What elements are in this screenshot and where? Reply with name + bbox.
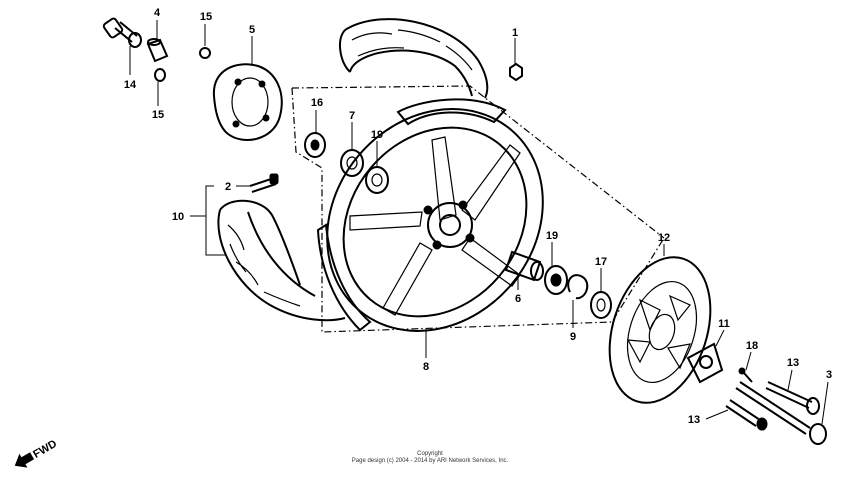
assembly-outline bbox=[291, 85, 665, 333]
spacer-6 bbox=[504, 250, 544, 282]
callout-18: 18 bbox=[746, 340, 758, 352]
axle-holder-11 bbox=[686, 342, 724, 384]
callout-12: 12 bbox=[658, 232, 670, 244]
bolt-13-upper bbox=[765, 381, 820, 415]
seal-16 bbox=[304, 132, 326, 158]
callout-17: 17 bbox=[595, 256, 607, 268]
copyright-notice: Copyright Page design (c) 2004 - 2014 by… bbox=[330, 451, 530, 465]
leader-lines bbox=[129, 20, 829, 425]
callout-7: 7 bbox=[349, 110, 355, 122]
callout-6: 6 bbox=[515, 293, 521, 305]
callout-2: 2 bbox=[225, 181, 231, 193]
callout-8: 8 bbox=[423, 361, 429, 373]
callout-14: 14 bbox=[124, 79, 137, 91]
callout-1: 1 bbox=[512, 27, 518, 39]
seal-17 bbox=[590, 291, 612, 319]
callout-16: 16 bbox=[311, 97, 323, 109]
bolt-14 bbox=[102, 17, 142, 48]
washer-15-upper bbox=[199, 47, 211, 59]
callout-19-right: 19 bbox=[546, 230, 558, 242]
callout-5: 5 bbox=[249, 24, 255, 36]
nut-1 bbox=[509, 62, 523, 82]
collar-4 bbox=[146, 38, 169, 63]
callout-labels: 1 2 3 4 5 6 7 8 9 10 11 12 13 13 14 15 1… bbox=[124, 7, 832, 426]
brake-disc bbox=[608, 256, 712, 404]
callout-15-lower: 15 bbox=[152, 109, 164, 121]
callout-9: 9 bbox=[570, 331, 576, 343]
valve-stem-2 bbox=[249, 173, 279, 193]
bolt-18 bbox=[738, 367, 753, 383]
tire bbox=[217, 18, 489, 322]
callout-13-lower: 13 bbox=[688, 414, 700, 426]
hub-plate bbox=[212, 63, 283, 141]
callout-15-upper: 15 bbox=[200, 11, 212, 23]
cast-wheel bbox=[316, 98, 544, 332]
bolt-13-lower bbox=[725, 399, 768, 431]
axle-3 bbox=[735, 381, 827, 445]
forward-arrow-icon: FWD bbox=[14, 438, 59, 468]
copyright-line-1: Copyright bbox=[417, 451, 443, 457]
bearing-19-left bbox=[365, 166, 389, 194]
circlip-9 bbox=[567, 274, 589, 300]
callout-11: 11 bbox=[718, 318, 730, 330]
callout-10: 10 bbox=[172, 211, 184, 223]
callout-13-upper: 13 bbox=[787, 357, 799, 369]
callout-19-left: 19 bbox=[371, 129, 383, 141]
washer-15-lower bbox=[154, 68, 166, 82]
callout-4: 4 bbox=[154, 7, 161, 19]
callout-3: 3 bbox=[826, 369, 832, 381]
copyright-line-2: Page design (c) 2004 - 2014 by ARI Netwo… bbox=[351, 458, 509, 464]
bearing-19-right bbox=[544, 265, 568, 295]
fwd-label: FWD bbox=[31, 438, 59, 461]
